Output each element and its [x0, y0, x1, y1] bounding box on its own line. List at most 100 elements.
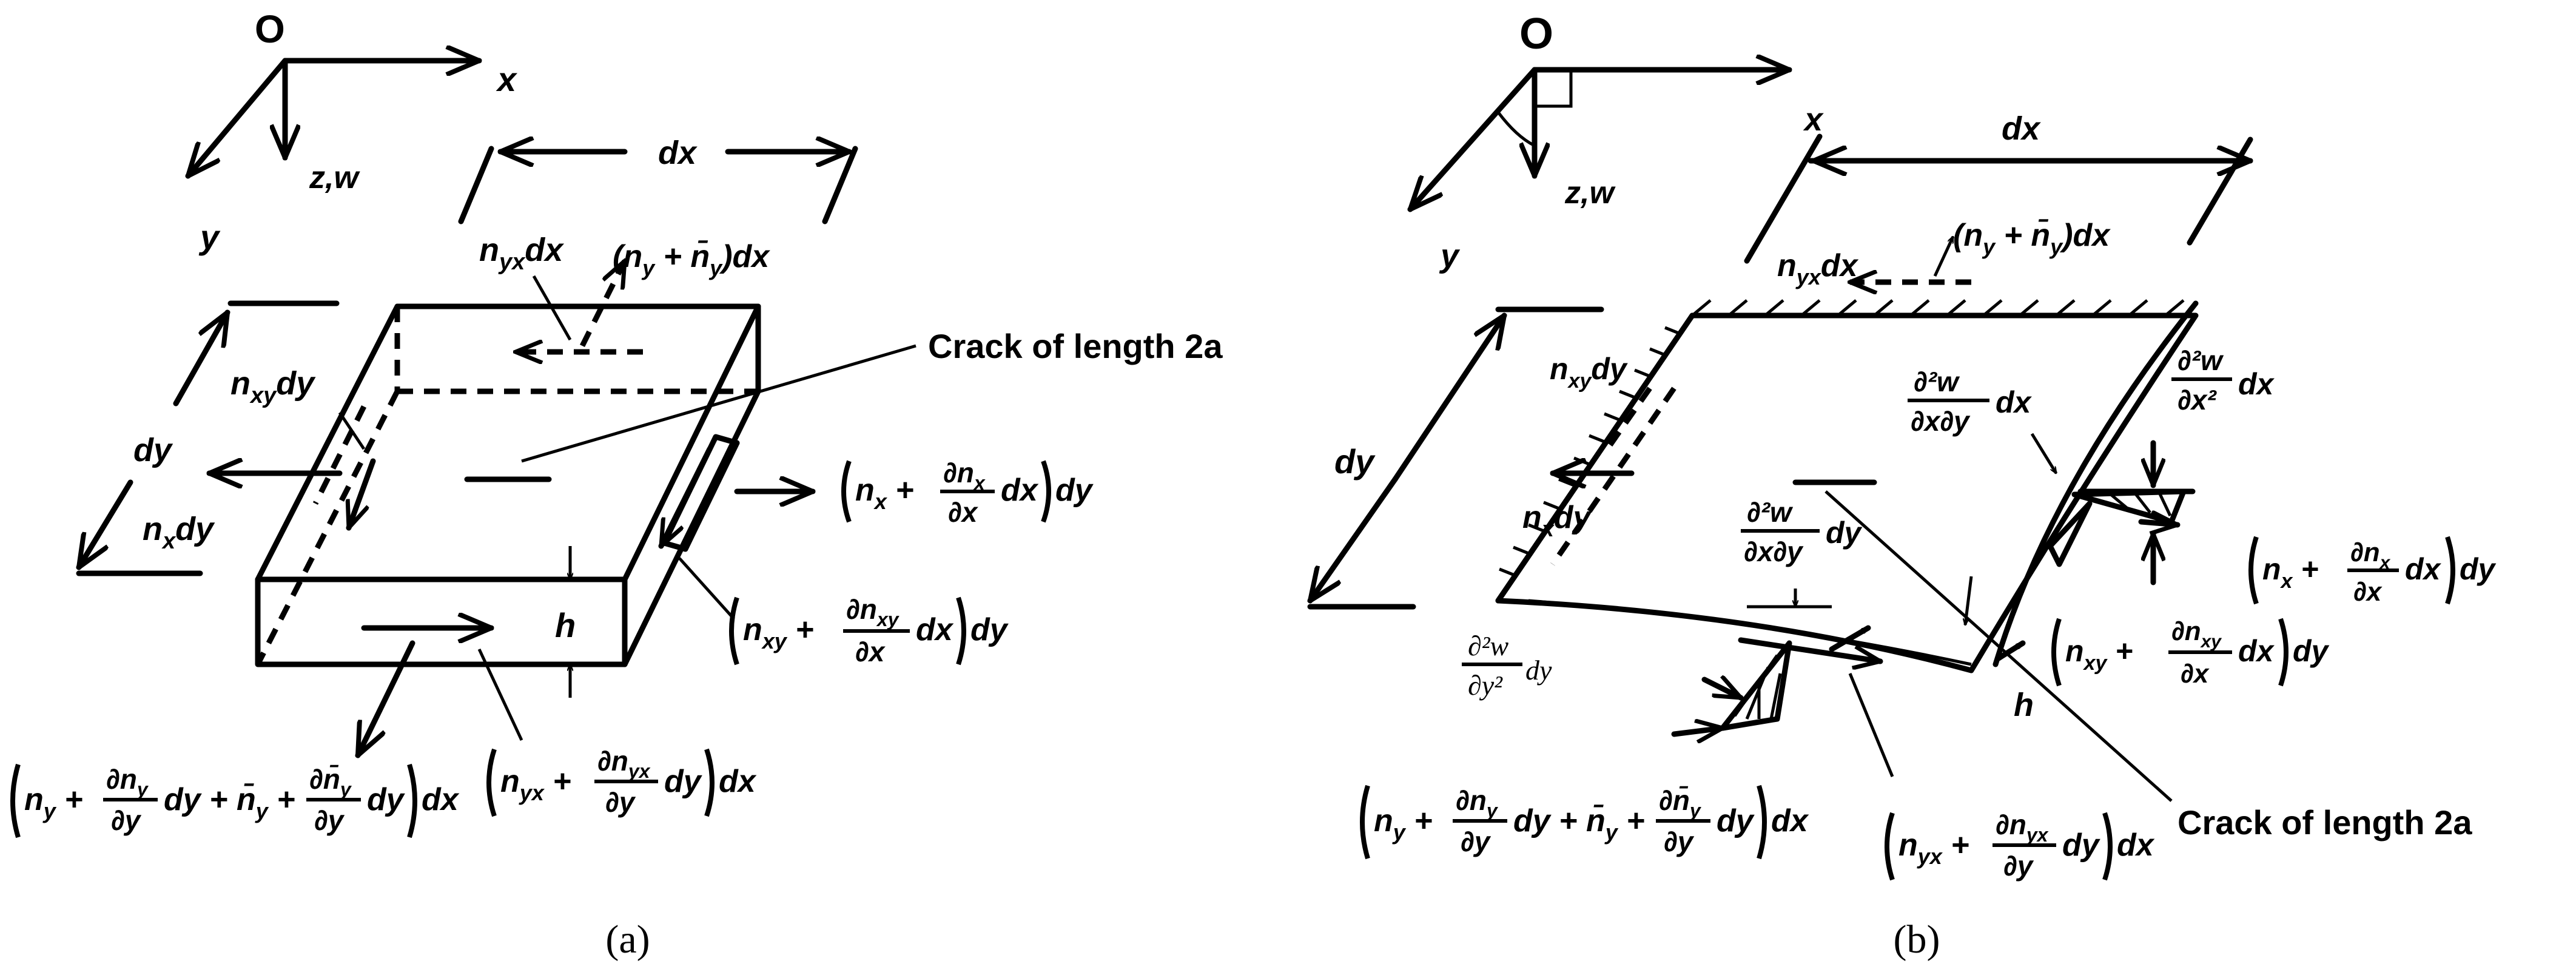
frac-num: ∂nyx	[1996, 809, 2049, 846]
right-angle-mark	[1535, 70, 1573, 108]
frac-num: ∂ny	[106, 763, 149, 800]
paren-open	[486, 748, 497, 817]
expr-right-bot-b: nxy + ∂nxy ∂x dx dy	[2051, 616, 2330, 689]
dx-label: dx	[2002, 110, 2041, 147]
dx-tick-left	[458, 146, 494, 224]
paren-close	[2278, 618, 2288, 687]
expr-bottom-left-b: ny + ∂ny ∂y dy + n̄y + ∂n̄y ∂y dy dx	[1360, 784, 1809, 860]
expr-mid: dy + n̄y +	[1513, 803, 1645, 845]
label-ny-dx-b: (ny + n̄y)dx	[1953, 218, 2111, 259]
frac-num: ∂²w	[1468, 630, 1509, 661]
hatch-bottom-wedge	[1671, 640, 1792, 734]
frac2-num: ∂n̄y	[1659, 784, 1702, 821]
expr-right-bot-a: nxy + ∂nxy ∂x dx dy	[729, 593, 1009, 667]
frac-den: ∂x∂y	[1911, 405, 1971, 437]
expr-right-top-a: nx + ∂nx ∂x dx dy	[841, 457, 1094, 528]
dy-label: dy	[133, 432, 173, 468]
frac-tail: dx	[2238, 367, 2275, 401]
arrow-front-ny	[355, 640, 415, 755]
expr-tail: dy	[664, 764, 703, 799]
arrow-bottom-nyx-b	[1738, 637, 1880, 661]
expr-post: dy	[2293, 634, 2330, 668]
x-axis-label: x	[496, 60, 518, 98]
expr-text: ny +	[24, 782, 83, 823]
wedge-right-arrow	[2047, 501, 2093, 567]
frac-num: ∂²w	[2177, 345, 2224, 376]
paren-open	[2248, 536, 2259, 605]
dy-dimension-a: dy	[79, 300, 340, 576]
frac-tail: dx	[1996, 385, 2033, 419]
origin-label: O	[1519, 10, 1553, 58]
expr-tail: dx	[2238, 634, 2275, 668]
frac2-den: ∂y	[314, 805, 345, 836]
label-d2w-dxdy-right: ∂²w ∂x∂y dx	[1908, 366, 2033, 437]
frac-num: ∂²w	[1914, 366, 1960, 397]
frac-num: ∂nxy	[2171, 616, 2222, 652]
frac-den: ∂x∂y	[1744, 536, 1804, 567]
panel-a: O x y z,w dx dy	[10, 7, 1223, 962]
panel-b: O x y z,w dx dy	[1310, 10, 2497, 962]
expr-bottom-left-a: ny + ∂ny ∂y dy + n̄y + ∂n̄y ∂y dy dx	[10, 763, 460, 838]
frac2-num: ∂n̄y	[309, 763, 352, 800]
frac-den: ∂x	[948, 496, 979, 528]
hatch-left	[1499, 326, 1681, 577]
dx-dimension-b: dx	[1744, 110, 2253, 264]
arrow-nxy-dy-b	[1605, 386, 1652, 451]
y-axis-arrow	[1410, 67, 1538, 209]
frac-tail: dy	[1826, 516, 1863, 550]
frac-num: ∂nx	[943, 457, 986, 494]
plate-bottom-thin	[1528, 599, 1972, 666]
dx-dimension-a: dx	[458, 135, 858, 224]
plate-left-dashed	[1550, 386, 1676, 566]
plate-right-bottom-edge	[622, 388, 761, 667]
expr-right-top-b: nx + ∂nx ∂x dx dy	[2248, 536, 2497, 607]
expr-bottom-mid-b: nyx + ∂nyx ∂y dy dx	[1885, 809, 2155, 882]
expr-tail2: dy	[367, 782, 406, 817]
axes-a: O x y z,w	[188, 7, 518, 256]
plate-right-edge-bent	[1993, 300, 2199, 667]
angle-arc	[1497, 111, 1536, 147]
leader-nyx	[532, 275, 572, 341]
paren-open	[1360, 784, 1370, 860]
expr-text: ny +	[1374, 803, 1433, 845]
label-nyx-dx: nyxdx	[479, 232, 564, 275]
leader-front-nyx	[477, 648, 523, 741]
frac-den: ∂x	[2181, 659, 2210, 689]
frac-den: ∂y	[111, 805, 142, 836]
axes-b: O x y z,w	[1410, 10, 1824, 274]
dx-tick-right	[2187, 137, 2253, 246]
crack-label-a: Crack of length 2a	[928, 327, 1223, 365]
x-axis-label: x	[1803, 101, 1824, 138]
leader-right-nxy	[678, 557, 735, 620]
y-axis-label: y	[198, 218, 221, 256]
dy-arrow-up	[1392, 315, 1504, 482]
dy-arrow-down	[79, 479, 133, 567]
paren-close	[704, 748, 715, 817]
expr-text: nxy +	[2065, 634, 2133, 675]
arrow-h-b	[1996, 640, 2026, 661]
frac-num: ∂nxy	[846, 593, 900, 630]
paren-open	[2051, 618, 2062, 687]
paren-close	[1757, 784, 1767, 860]
caption-b: (b)	[1894, 917, 1940, 962]
dx-tick-left	[1744, 133, 1823, 264]
paren-close	[407, 763, 417, 838]
frac-num: ∂ny	[1456, 784, 1499, 821]
leader-bottom-mid-b	[1848, 673, 1894, 777]
origin-label: O	[255, 7, 285, 51]
label-nxy-dy-b: nxydy	[1550, 352, 1628, 393]
expr-post: dy	[970, 612, 1009, 647]
h-label-a: h	[555, 606, 576, 644]
label-nxy-dy: nxydy	[230, 365, 316, 408]
frac-den: ∂y	[1461, 826, 1491, 857]
y-axis-arrow	[188, 58, 288, 176]
expr-text: nxy +	[743, 612, 814, 653]
expr-tail2: dy	[1717, 803, 1755, 838]
frac-den: ∂y	[2003, 850, 2034, 882]
frac-num: ∂nx	[2350, 538, 2391, 573]
expr-text: nx +	[2262, 552, 2319, 593]
expr-text: nyx +	[1898, 828, 1969, 869]
expr-post: dy	[2460, 552, 2497, 586]
